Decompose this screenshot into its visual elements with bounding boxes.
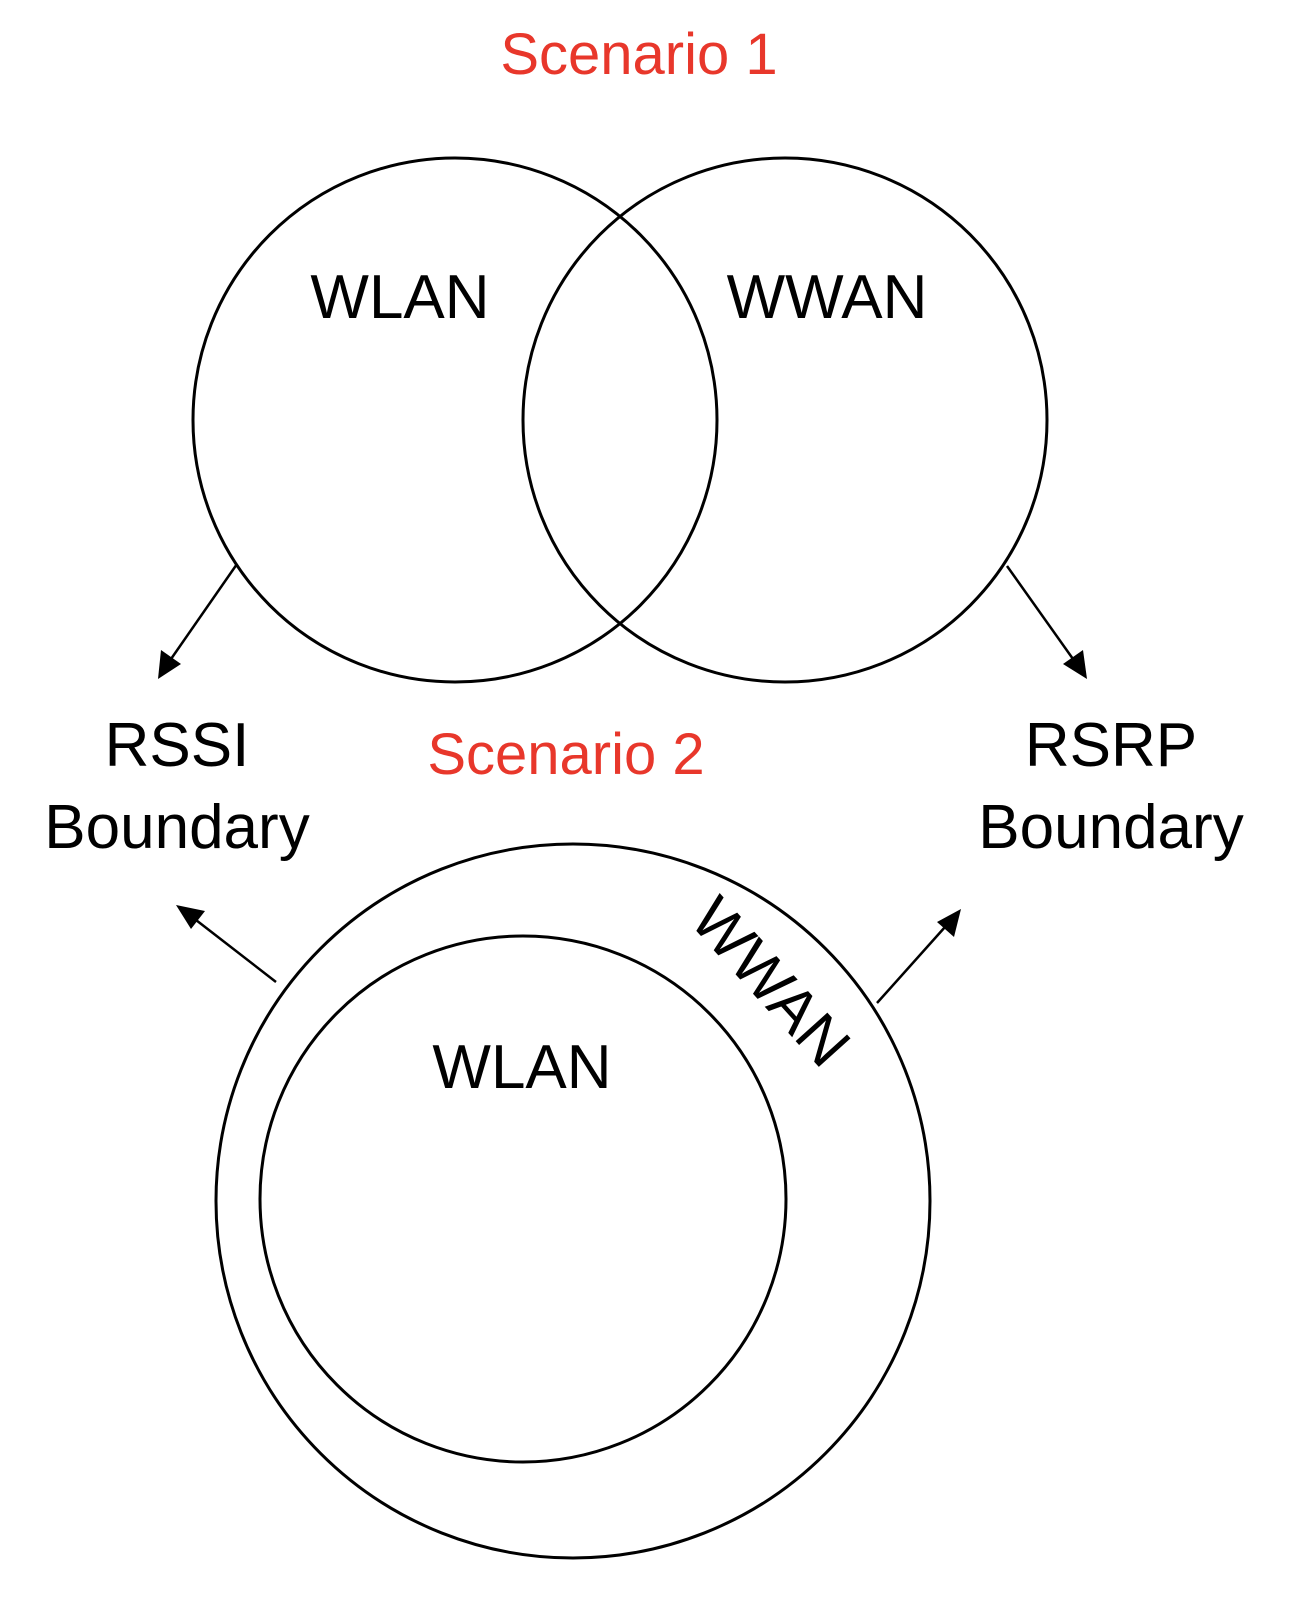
rssi-arrowhead-top: [158, 650, 181, 679]
rssi-arrow-top: [169, 563, 239, 660]
rsrp-label: RSRP: [1025, 711, 1197, 780]
rsrp-arrow-top: [1005, 565, 1075, 660]
rssi-boundary-label: Boundary: [44, 793, 309, 862]
scenario-2-wwan-label: WWAN: [677, 885, 863, 1080]
rsrp-boundary-label: Boundary: [978, 793, 1243, 862]
wlan-coverage-circle: [191, 156, 719, 684]
wwan-coverage-circle: [521, 156, 1049, 684]
rssi-arrow-bottom: [195, 919, 277, 983]
scenario-1-wwan-label: WWAN: [727, 263, 928, 332]
scenario-2-title: Scenario 2: [427, 722, 704, 787]
rsrp-arrow-bottom: [876, 926, 946, 1004]
scenario-1-wlan-label: WLAN: [310, 263, 489, 332]
wwan-outer-circle: [214, 842, 932, 1560]
wlan-inner-circle: [258, 934, 788, 1464]
rsrp-arrowhead-top: [1063, 650, 1087, 679]
rsrp-arrowhead-bottom: [937, 909, 961, 937]
rssi-label: RSSI: [105, 711, 250, 780]
scenario-2-wlan-label: WLAN: [432, 1033, 611, 1102]
scenario-1-title: Scenario 1: [500, 22, 777, 87]
rssi-arrowhead-bottom: [176, 905, 205, 929]
